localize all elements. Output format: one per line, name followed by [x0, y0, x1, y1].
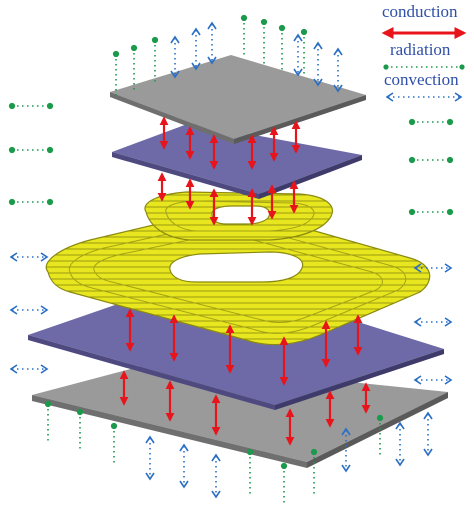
- top-ferrite-plate: [112, 123, 362, 199]
- convection-icon: [207, 21, 217, 65]
- legend-convection-label: convection: [384, 70, 459, 89]
- radiation-icon: [44, 400, 52, 444]
- legend-conduction-label: conduction: [382, 2, 458, 21]
- top-heat-sink-plate: [110, 55, 366, 144]
- conduction-arrows: [119, 116, 371, 446]
- radiation-icon: [310, 448, 318, 494]
- convection-symbols-top: [9, 21, 453, 385]
- radiation-icon: [112, 50, 120, 96]
- convection-icon: [179, 443, 189, 489]
- convection-icon: [145, 435, 155, 481]
- convection-icon: [9, 252, 49, 262]
- radiation-icon: [280, 462, 288, 506]
- convection-icon: [395, 421, 405, 467]
- convection-icon: [211, 453, 221, 499]
- legend-radiation-line-icon: [383, 64, 465, 70]
- convection-icon: [191, 27, 201, 71]
- convection-icon: [313, 41, 323, 87]
- small-coil: [144, 191, 333, 241]
- radiation-icon: [130, 44, 138, 92]
- legend-convection-line-icon: [385, 92, 463, 102]
- radiation-symbols-top: [8, 14, 454, 216]
- convection-icon: [293, 33, 303, 77]
- convection-icon: [413, 375, 453, 385]
- radiation-icon: [151, 36, 159, 84]
- convection-icon: [9, 364, 49, 374]
- radiation-icon: [246, 448, 254, 494]
- convection-icon: [333, 47, 343, 93]
- radiation-icon: [76, 408, 84, 452]
- radiation-icon: [376, 414, 384, 458]
- radiation-icon: [408, 118, 454, 126]
- convection-icon: [423, 411, 433, 457]
- radiation-icon: [408, 156, 454, 164]
- convection-icon: [413, 263, 453, 273]
- convection-icon: [341, 427, 351, 473]
- radiation-icon: [8, 198, 54, 206]
- radiation-icon: [260, 18, 268, 64]
- radiation-icon: [408, 208, 454, 216]
- radiation-icon: [110, 422, 118, 466]
- large-coil: [45, 209, 431, 346]
- convection-icon: [413, 317, 453, 327]
- radiation-icon: [8, 102, 54, 110]
- radiation-icon: [8, 146, 54, 154]
- legend-radiation-label: radiation: [390, 40, 451, 59]
- legend: conduction radiation convection: [381, 2, 467, 102]
- radiation-icon: [240, 14, 248, 58]
- convection-icon: [9, 305, 49, 315]
- convection-icon: [170, 35, 180, 79]
- radiation-symbols-bottom: [44, 400, 384, 506]
- convection-symbols-bottom: [145, 411, 433, 499]
- radiation-icon: [300, 28, 308, 76]
- radiation-icon: [278, 24, 286, 70]
